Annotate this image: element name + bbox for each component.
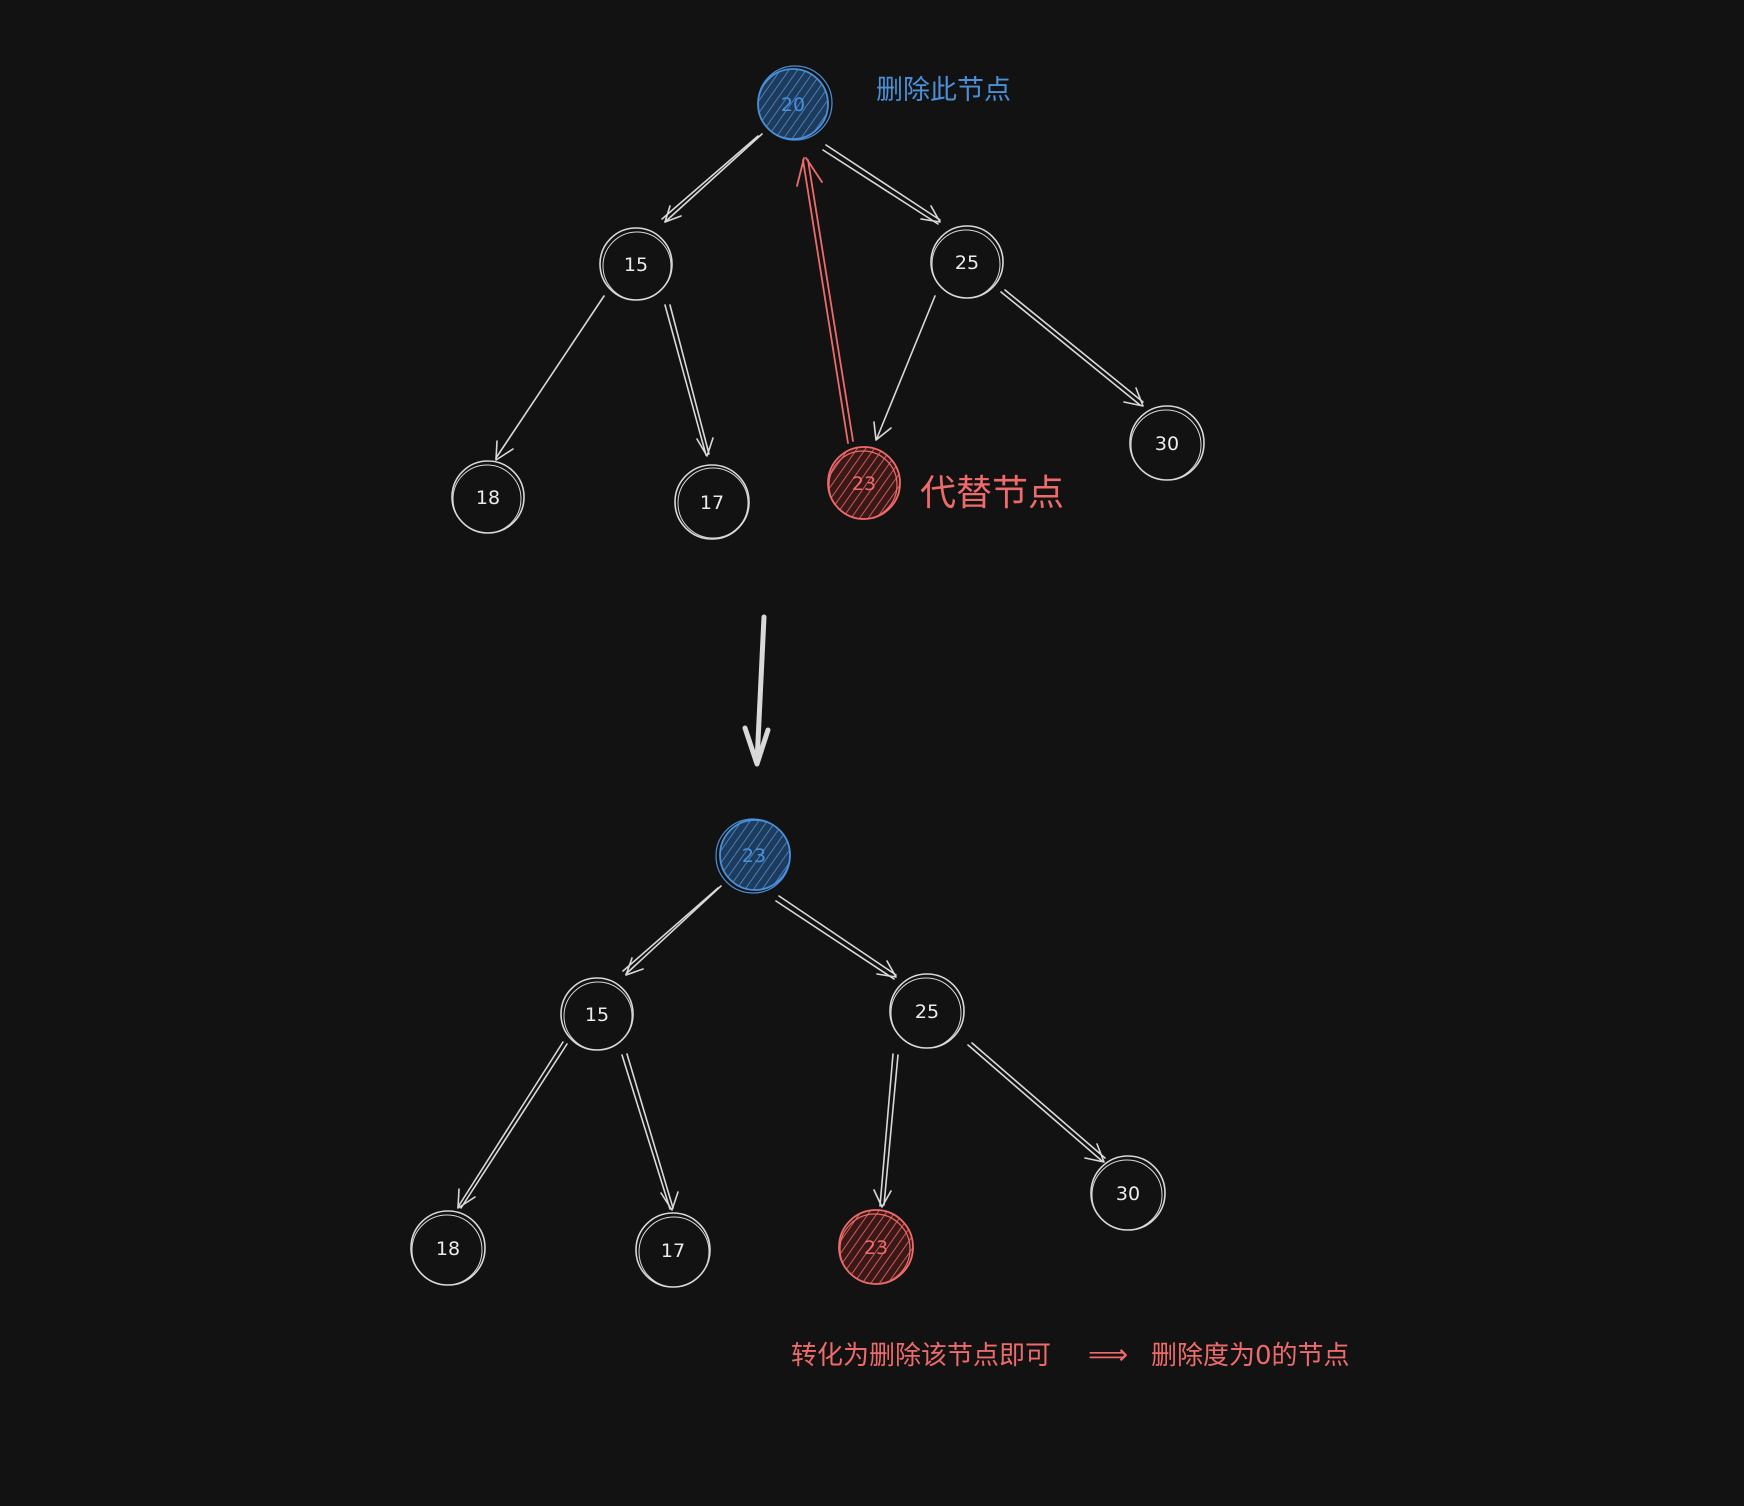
edge-15-17 xyxy=(664,304,714,457)
caption-arrow: ⟹ xyxy=(1088,1338,1128,1371)
edge-25-23-bottom xyxy=(873,1053,899,1208)
node-30: 30 xyxy=(1090,1155,1166,1231)
node-30: 30 xyxy=(1129,405,1205,481)
node-value: 20 xyxy=(781,94,805,116)
node-value: 25 xyxy=(955,252,979,274)
edge-23-15 xyxy=(622,885,722,976)
node-value: 23 xyxy=(852,473,876,495)
edge-25-23 xyxy=(873,295,936,441)
transition-arrow xyxy=(742,614,771,767)
node-15: 15 xyxy=(560,977,634,1051)
node-value: 15 xyxy=(624,254,648,276)
edge-15-17-bottom xyxy=(621,1053,679,1211)
node-value: 18 xyxy=(436,1238,460,1260)
edge-20-25 xyxy=(822,144,941,225)
node-18: 18 xyxy=(410,1210,486,1286)
node-25: 25 xyxy=(889,973,965,1049)
edge-15-18-bottom xyxy=(457,1041,568,1209)
node-root-deleted: 20 xyxy=(757,65,833,141)
replacement-arrow xyxy=(796,157,854,444)
node-value: 30 xyxy=(1116,1183,1140,1205)
node-25: 25 xyxy=(930,225,1004,299)
conclusion-caption: 转化为删除该节点即可 ⟹ 删除度为0的节点 xyxy=(791,1338,1350,1371)
edge-25-30-bottom xyxy=(967,1042,1106,1163)
edge-23-25 xyxy=(775,895,897,980)
caption-right: 删除度为0的节点 xyxy=(1151,1341,1350,1371)
node-root-new: 23 xyxy=(715,818,791,894)
node-to-delete-23: 23 xyxy=(838,1209,914,1285)
node-value: 17 xyxy=(700,492,724,514)
node-15: 15 xyxy=(599,227,673,301)
node-value: 23 xyxy=(742,845,766,867)
node-17: 17 xyxy=(635,1212,711,1288)
node-replacement-23: 23 xyxy=(827,446,901,520)
replacement-node-label: 代替节点 xyxy=(920,473,1064,514)
caption-left: 转化为删除该节点即可 xyxy=(791,1341,1051,1371)
node-17: 17 xyxy=(674,464,750,540)
node-value: 30 xyxy=(1155,433,1179,455)
node-value: 18 xyxy=(476,487,500,509)
node-18: 18 xyxy=(451,460,525,534)
delete-node-label: 删除此节点 xyxy=(876,75,1011,106)
edge-15-18 xyxy=(495,295,605,461)
node-value: 23 xyxy=(864,1237,888,1259)
top-tree: 20 15 25 18 17 23 30 xyxy=(451,65,1205,540)
bottom-tree: 23 15 25 18 17 23 30 xyxy=(410,818,1166,1288)
edge-20-15 xyxy=(661,133,763,223)
top-tree-edges xyxy=(495,133,1144,461)
node-value: 17 xyxy=(661,1240,685,1262)
edge-25-30 xyxy=(1000,289,1144,407)
node-value: 15 xyxy=(585,1004,609,1026)
bottom-tree-edges xyxy=(457,885,1106,1211)
node-value: 25 xyxy=(915,1001,939,1023)
